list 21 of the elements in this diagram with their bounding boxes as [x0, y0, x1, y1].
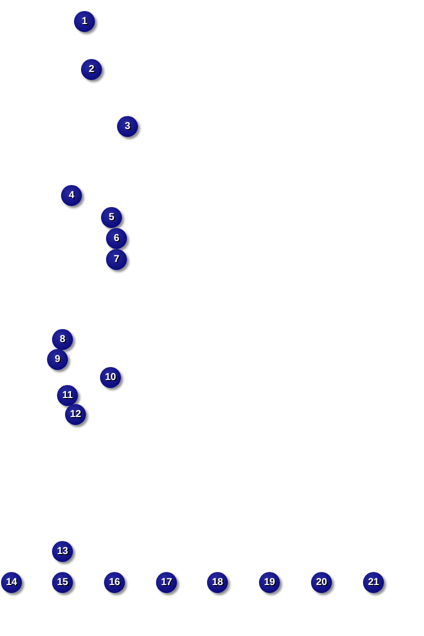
callout-number: 4 [61, 185, 82, 206]
callout-number: 18 [207, 572, 228, 593]
callout-number: 7 [106, 249, 127, 270]
callout-number: 11 [57, 385, 78, 406]
callout-number: 8 [52, 329, 73, 350]
callout-number: 13 [52, 541, 73, 562]
callout-number: 20 [311, 572, 332, 593]
callout-number: 15 [52, 572, 73, 593]
callout-number: 5 [101, 207, 122, 228]
callout-number: 6 [106, 228, 127, 249]
callout-number: 9 [47, 349, 68, 370]
callout-number: 3 [117, 116, 138, 137]
callout-number: 16 [104, 572, 125, 593]
callout-number: 12 [65, 404, 86, 425]
callout-number: 17 [156, 572, 177, 593]
callout-number: 1 [74, 11, 95, 32]
callout-number: 14 [1, 572, 22, 593]
callout-number: 2 [81, 59, 102, 80]
callout-number: 21 [363, 572, 384, 593]
callout-number: 19 [259, 572, 280, 593]
callout-number: 10 [100, 367, 121, 388]
